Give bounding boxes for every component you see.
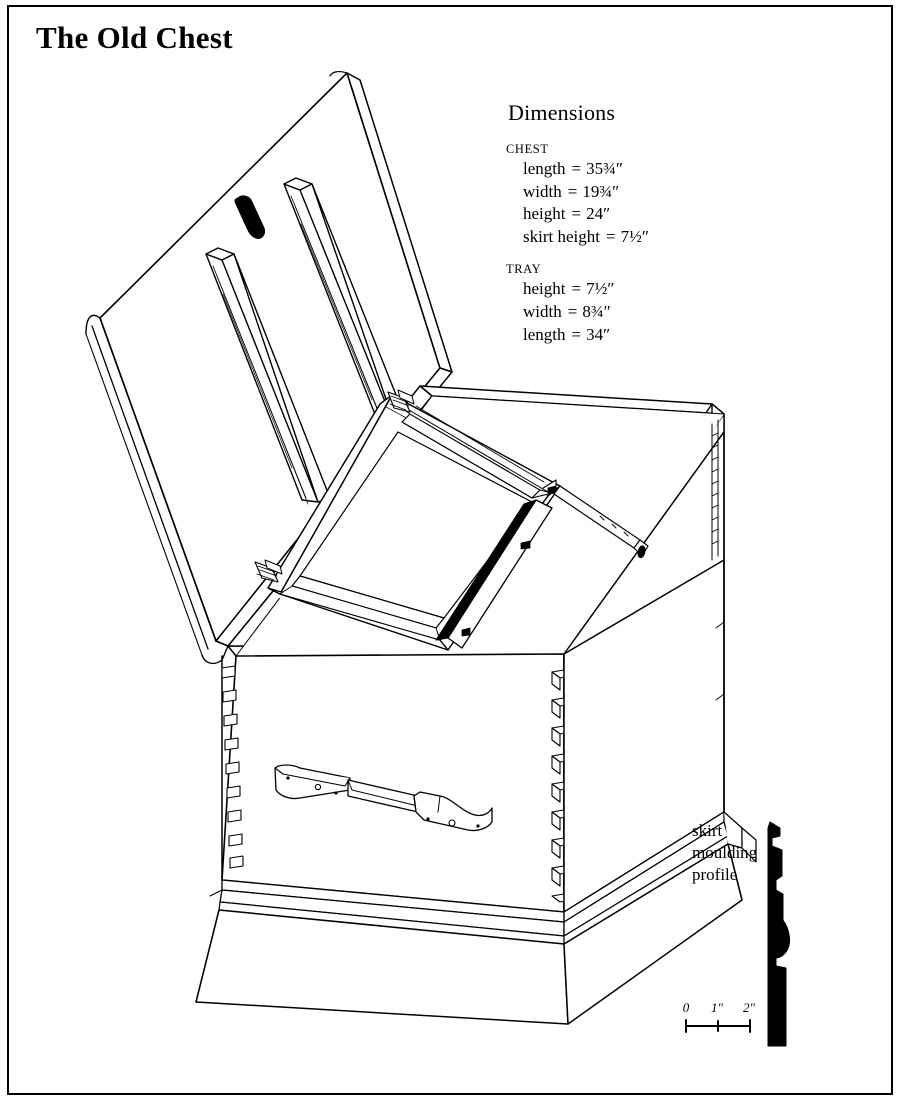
- dimension-group-title: CHEST: [506, 142, 549, 156]
- skirt-moulding-front: [195, 879, 569, 1025]
- dimension-value: 35¾″: [586, 159, 623, 178]
- tray-support-pegs: [461, 485, 557, 637]
- dimensions-heading: Dimensions: [508, 100, 616, 125]
- dimension-list: height=7½″ width=8¾″ length=34″: [506, 278, 746, 346]
- skirt-caption-line-3: profile: [692, 864, 738, 884]
- lid-batten-left: [205, 247, 331, 505]
- scale-tick-label-0: 0: [682, 1000, 690, 1015]
- hinge-lower: [254, 559, 283, 583]
- skirt-moulding-profile-silhouette: [767, 821, 791, 1047]
- dimension-label: skirt height: [523, 226, 600, 246]
- front-strap-handle: [274, 764, 493, 832]
- dimension-row: length =35¾″: [523, 158, 746, 181]
- scale-tick-label-1: 1″: [711, 1000, 723, 1015]
- dimension-equals: =: [571, 204, 582, 224]
- dimension-label: width: [523, 181, 562, 201]
- dimension-value: 7½″: [620, 226, 649, 246]
- dimension-equals: =: [571, 324, 582, 344]
- front-left-dovetails: [221, 665, 244, 869]
- dimension-row: skirt height=7½″: [523, 226, 746, 249]
- dimension-equals: =: [571, 279, 582, 299]
- dimension-equals: =: [567, 181, 578, 201]
- page-title: The Old Chest: [36, 20, 233, 55]
- dimension-value: 7½″: [586, 279, 615, 299]
- dimension-value: 34″: [586, 324, 611, 344]
- dimension-equals: =: [571, 159, 582, 178]
- dimension-label: width: [523, 302, 562, 322]
- hinge-upper: [387, 389, 415, 413]
- dimension-row: length=34″: [523, 324, 746, 347]
- dimension-label: length: [523, 324, 566, 344]
- scale-tick-label-2: 2″: [743, 1000, 755, 1015]
- skirt-caption-line-1: skirt: [692, 821, 723, 840]
- skirt-rear-profile: [723, 811, 757, 863]
- dimension-list: length=35¾″ width=19¾″ height=24″ skirt …: [506, 158, 746, 248]
- dimensions-panel: Dimensions CHEST length=35¾″ width=19¾″ …: [506, 100, 746, 360]
- dimension-label: height: [523, 279, 566, 299]
- scale-bar-rule: [685, 1019, 751, 1033]
- lid-escutcheon-plate: [234, 195, 265, 239]
- skirt-moulding-caption: skirt moulding profile: [692, 820, 772, 886]
- dimension-group-tray: TRAY height=7½″ width=8¾″ length=34″: [506, 262, 746, 346]
- dimension-label: length: [523, 159, 566, 178]
- dimension-label: height: [523, 204, 566, 224]
- dimension-row: width=8¾″: [523, 301, 746, 324]
- dimension-equals: =: [605, 226, 616, 246]
- dimension-row: height=24″: [523, 203, 746, 226]
- skirt-caption-line-2: moulding: [692, 842, 758, 862]
- dimension-equals: =: [567, 302, 578, 322]
- till-tray: [267, 394, 649, 651]
- lid-hinges: [254, 389, 415, 583]
- dimension-row: width=19¾″: [523, 181, 746, 204]
- dimension-row: height=7½″: [523, 278, 746, 301]
- dimension-group-title: TRAY: [506, 262, 542, 277]
- scale-bar-labels: 0 1″ 2″: [682, 1000, 762, 1016]
- dimension-value: 19¾″: [582, 181, 620, 201]
- rear-corner-dovetails: [711, 419, 719, 561]
- chest-front-panel: [221, 653, 565, 913]
- scale-bar: 0 1″ 2″: [682, 1000, 762, 1016]
- dimension-group-chest: CHEST length=35¾″ width=19¾″ height=24″ …: [506, 142, 746, 248]
- skirt-rear-corner: [715, 559, 725, 813]
- dimension-value: 8¾″: [582, 302, 611, 322]
- dimension-value: 24″: [586, 204, 611, 224]
